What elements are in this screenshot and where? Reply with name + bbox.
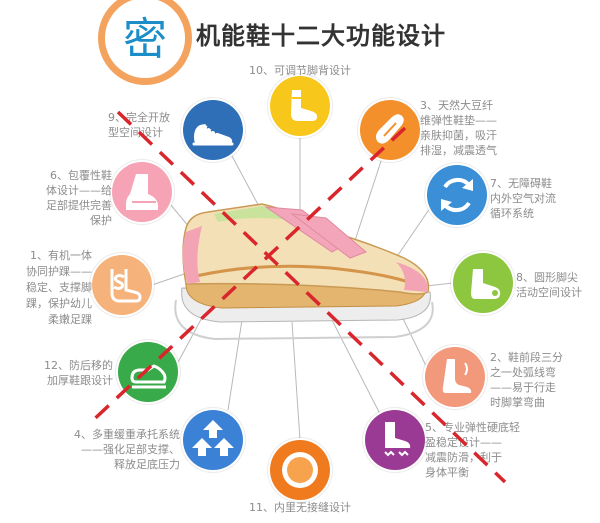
label-line: 活动空间设计: [516, 286, 582, 299]
upward-arrows-icon: [183, 410, 243, 470]
label-line: 排湿，减震透气: [420, 144, 497, 157]
connector-line: [231, 155, 263, 213]
callout-label: 4、多重缓重承托系统 ——强化足部支撑、 释放足底压力: [52, 427, 180, 472]
label-line: 内外空气对流: [490, 192, 556, 205]
label-line: 加厚鞋跟设计: [47, 374, 113, 387]
label-line: 亲肤抑菌，吸汗: [420, 129, 497, 142]
label-line: 循环系统: [490, 207, 534, 220]
callout-label: 5、专业弹性硬底轻 盈稳定设计—— 减震防滑，利于 身体平衡: [425, 420, 533, 480]
label-line: 11、内里无接缝设计: [249, 501, 351, 514]
label-line: 10、可调节脚背设计: [249, 64, 351, 77]
label-line: 型空间设计: [108, 126, 163, 139]
label-line: 稳定、支撑脚: [26, 281, 92, 294]
label-line: 释放足底压力: [114, 458, 180, 471]
shoe-illustration: [174, 203, 434, 341]
seamless-circle-icon: [270, 440, 330, 500]
label-line: 6、包覆性鞋: [50, 169, 112, 182]
label-line: 7、无障碍鞋: [490, 177, 552, 190]
callout-label: 8、圆形脚尖 活动空间设计: [516, 270, 596, 300]
callout-label: 12、防后移的 加厚鞋跟设计: [26, 358, 113, 388]
label-line: 9、完全开放: [108, 111, 170, 124]
label-line: ——强化足部支撑、: [81, 443, 180, 456]
label-line: 4、多重缓重承托系统: [74, 428, 180, 441]
label-line: 保护: [90, 214, 112, 227]
foot-arch-icon: [425, 347, 485, 407]
circular-arrows-icon: [427, 165, 487, 225]
callout-label: 11、内里无接缝设计: [220, 500, 380, 515]
label-line: 踝，保护幼儿: [26, 297, 92, 310]
connector-line: [331, 319, 381, 415]
sole-bounce-icon: [365, 410, 425, 470]
logo-stamp: 密: [98, 0, 192, 85]
label-line: 减震防滑，利于: [425, 451, 502, 464]
label-line: 8、圆形脚尖: [516, 271, 578, 284]
heel-icon: [118, 342, 178, 402]
connector-line: [227, 319, 243, 411]
label-line: 体设计——给: [46, 184, 112, 197]
label-line: 时脚掌弯曲: [490, 396, 545, 409]
connector-line: [395, 207, 431, 259]
ankle-s-icon: [92, 255, 152, 315]
label-line: 盈稳定设计——: [425, 436, 502, 449]
callout-label: 10、可调节脚背设计: [230, 63, 370, 78]
toe-icon: [453, 253, 513, 313]
ankle-foot-icon: [112, 162, 172, 222]
label-line: 柔嫩足踝: [48, 313, 92, 326]
label-line: 足部提供完善: [46, 199, 112, 212]
page-title: 机能鞋十二大功能设计: [196, 22, 446, 50]
callout-label: 7、无障碍鞋 内外空气对流 循环系统: [490, 176, 580, 221]
label-line: 5、专业弹性硬底轻: [425, 421, 520, 434]
label-line: 维弹性鞋垫——: [420, 114, 497, 127]
instep-foot-icon: [270, 76, 330, 136]
callout-label: 9、完全开放 型空间设计: [108, 110, 186, 140]
label-line: 2、鞋前段三分: [490, 351, 563, 364]
insole-icon: [360, 100, 420, 160]
connector-line: [425, 282, 454, 287]
callout-label: 1、有机一体 协同护踝—— 稳定、支撑脚 踝，保护幼儿 柔嫩足踝: [8, 248, 92, 328]
callout-label: 6、包覆性鞋 体设计——给 足部提供完善 保护: [26, 168, 112, 228]
label-line: 之一处弧线弯: [490, 366, 556, 379]
connector-line: [175, 311, 206, 367]
callout-label: 3、天然大豆纤 维弹性鞋垫—— 亲肤抑菌，吸汗 排湿，减震透气: [420, 98, 515, 158]
logo-text: 密: [123, 14, 167, 65]
label-line: 1、有机一体: [30, 249, 92, 262]
label-line: 协同护踝——: [26, 265, 92, 278]
shoe-icon: [183, 100, 243, 160]
connector-line: [291, 321, 301, 441]
label-line: ——易于行走: [490, 381, 556, 394]
label-line: 3、天然大豆纤: [420, 99, 493, 112]
label-line: 身体平衡: [425, 466, 469, 479]
label-line: 12、防后移的: [44, 359, 113, 372]
callout-label: 2、鞋前段三分 之一处弧线弯 ——易于行走 时脚掌弯曲: [490, 350, 590, 410]
